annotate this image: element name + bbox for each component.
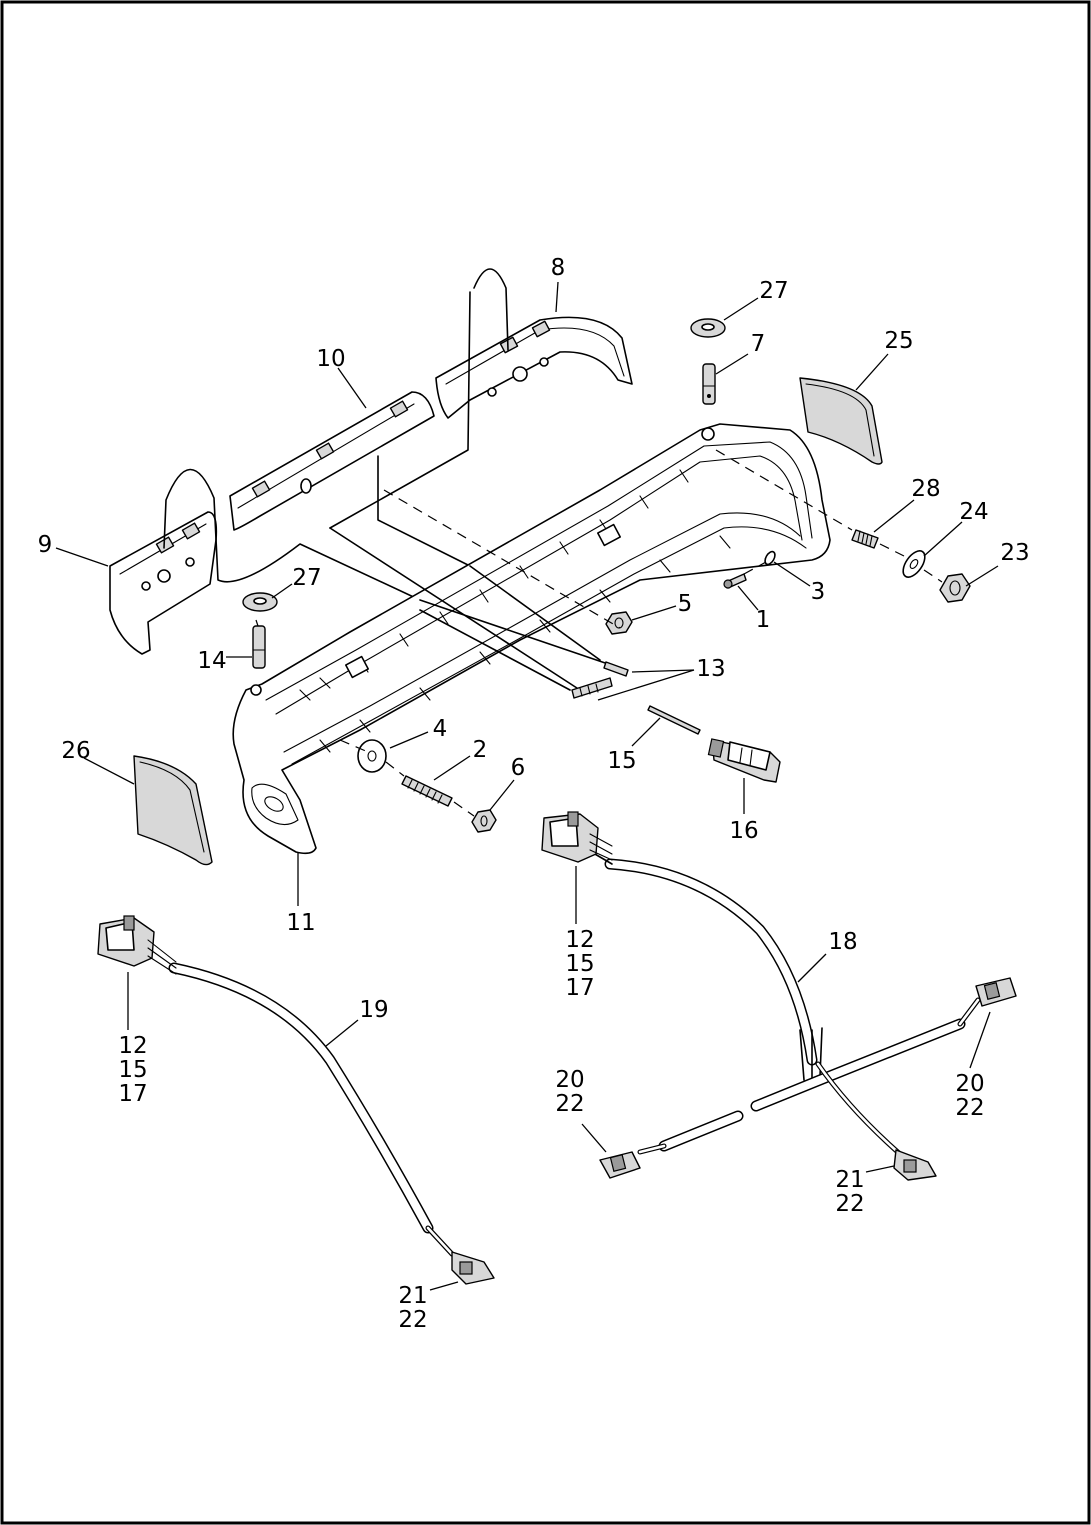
part-19-harness xyxy=(97,915,495,1285)
callout-27-top: 27 xyxy=(759,278,789,304)
callout-28: 28 xyxy=(911,476,941,502)
callout-5: 5 xyxy=(677,591,693,617)
bracket-wiring xyxy=(329,527,615,691)
callout-19: 19 xyxy=(359,997,389,1023)
callout-6: 6 xyxy=(510,755,526,781)
part-16-connector xyxy=(707,738,781,783)
part-27-washer-bottom xyxy=(242,592,278,612)
callout-11: 11 xyxy=(286,910,316,936)
callout-26: 26 xyxy=(61,738,91,764)
callout-15: 15 xyxy=(607,748,637,774)
part-14-stud xyxy=(252,625,266,669)
part-24-washer xyxy=(902,550,926,578)
part-6-nut xyxy=(471,809,497,833)
callout-7: 7 xyxy=(750,331,766,357)
callout-14: 14 xyxy=(197,648,227,674)
callout-10: 10 xyxy=(316,346,346,372)
part-2-stud xyxy=(401,775,453,807)
callout-13: 13 xyxy=(696,656,726,682)
callout-3: 3 xyxy=(810,579,826,605)
part-25-reflector xyxy=(799,377,883,465)
part-11-bracket xyxy=(232,423,831,855)
leader-lines xyxy=(55,281,999,1291)
part-8-lamp-housing xyxy=(329,268,633,529)
callout-27-bottom: 27 xyxy=(292,565,322,591)
callout-9: 9 xyxy=(37,532,53,558)
callout-1: 1 xyxy=(755,607,771,633)
callout-8: 8 xyxy=(550,255,566,281)
part-26-reflector xyxy=(133,755,213,866)
callout-25: 25 xyxy=(884,328,914,354)
part-15-pin xyxy=(647,705,701,735)
part-18-harness xyxy=(541,811,1017,1181)
callout-2: 2 xyxy=(472,737,488,763)
part-1-screw xyxy=(723,573,747,589)
part-3-washer xyxy=(764,550,776,566)
part-7-stud xyxy=(702,363,716,405)
callout-23: 23 xyxy=(1000,540,1030,566)
part-9-lamp-housing xyxy=(109,468,421,655)
part-13-terminals xyxy=(571,661,629,699)
callout-4: 4 xyxy=(432,716,448,742)
callout-24: 24 xyxy=(959,499,989,525)
part-28-stud xyxy=(851,529,879,549)
callout-18: 18 xyxy=(828,929,858,955)
assembly-centerlines xyxy=(255,449,943,817)
callout-16: 16 xyxy=(729,818,759,844)
part-23-nut xyxy=(939,573,971,603)
part-4-washer xyxy=(357,739,387,773)
part-27-washer-top xyxy=(690,318,726,338)
part-5-nut xyxy=(605,611,633,635)
part-10-lamp-housing xyxy=(229,391,471,567)
